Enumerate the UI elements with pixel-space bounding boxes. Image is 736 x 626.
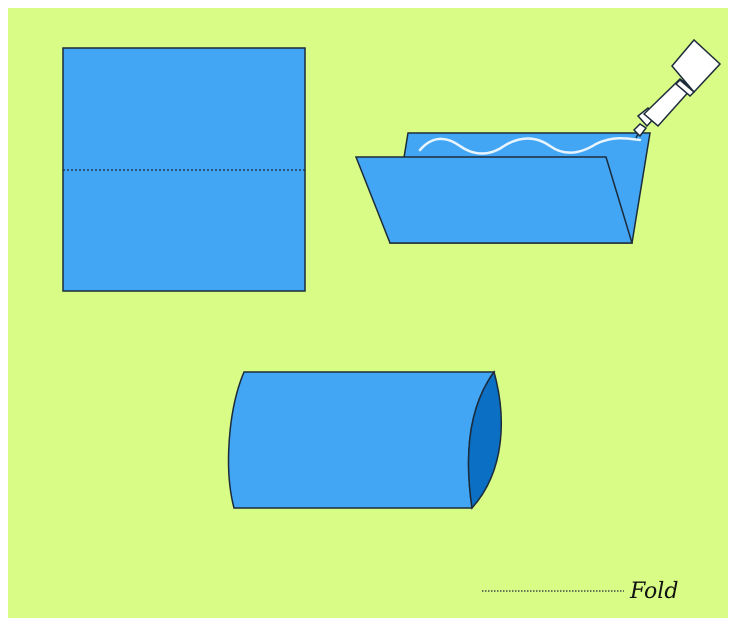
rolled-tube	[229, 372, 502, 508]
tube-body	[229, 372, 494, 508]
legend-label: Fold	[629, 579, 678, 604]
flat-sheet-with-fold-line	[63, 48, 305, 291]
front-flap	[356, 157, 632, 243]
